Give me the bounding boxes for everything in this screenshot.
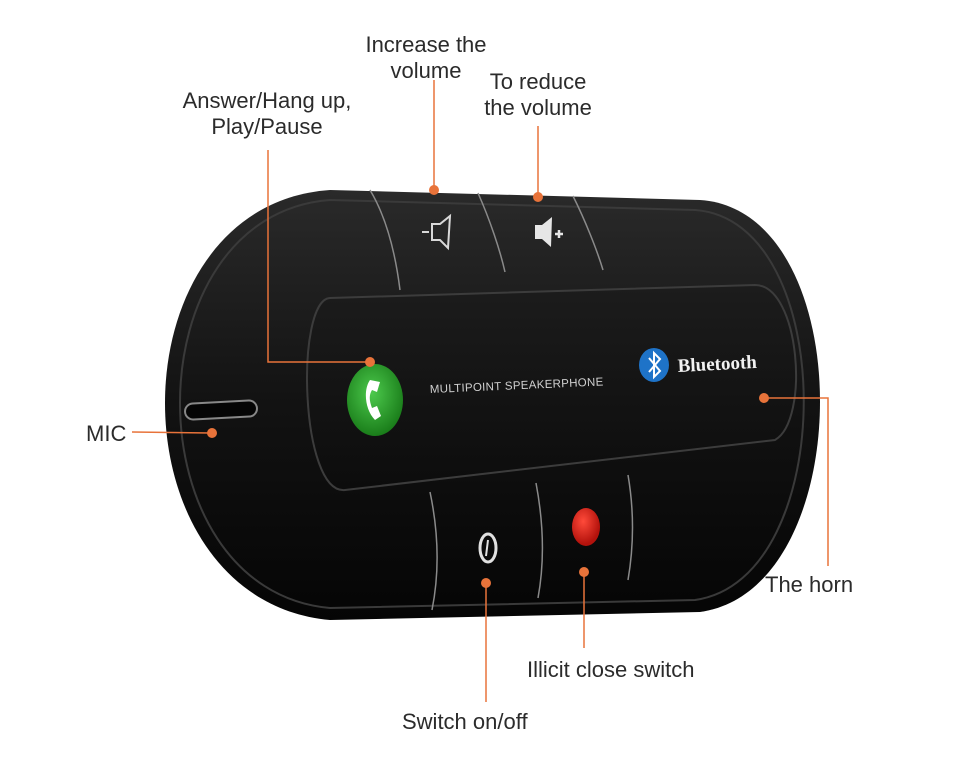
- callout-increase-volume: Increase the volume: [360, 32, 492, 84]
- callout-dot: [429, 185, 439, 195]
- power-icon: [478, 532, 498, 564]
- callout-answer-hangup: Answer/Hang up, Play/Pause: [172, 88, 362, 140]
- phone-icon: [365, 380, 381, 420]
- callout-line: [764, 397, 829, 566]
- bottom-button-divider: [429, 491, 438, 611]
- callout-switch-on-off: Switch on/off: [402, 709, 528, 734]
- callout-dot: [579, 567, 589, 577]
- top-button-divider: [369, 189, 401, 291]
- bottom-button-divider: [627, 474, 634, 581]
- volume-up-icon: [535, 217, 563, 247]
- callout-dot: [207, 428, 217, 438]
- callout-line-text: the volume: [484, 95, 592, 120]
- callout-reduce-volume: To reduce the volume: [476, 69, 600, 121]
- front-panel: [306, 283, 798, 492]
- callout-illicit-close-switch: Illicit close switch: [527, 657, 695, 682]
- callout-dot: [365, 357, 375, 367]
- callout-dot: [533, 192, 543, 202]
- callout-line-text: volume: [390, 58, 462, 83]
- callout-line: [267, 150, 370, 363]
- callout-line-text: To reduce: [489, 69, 587, 94]
- device-rim: [179, 198, 805, 610]
- callout-line-text: Answer/Hang up,: [182, 88, 352, 113]
- callout-line: [131, 431, 211, 434]
- top-button-divider: [477, 192, 506, 273]
- volume-down-icon: [422, 213, 452, 251]
- callout-dot: [759, 393, 769, 403]
- brand-label: Bluetooth: [677, 352, 758, 377]
- call-button: [347, 364, 403, 436]
- bottom-button-divider: [535, 482, 544, 599]
- top-button-divider: [572, 195, 604, 271]
- callout-dot: [481, 578, 491, 588]
- callout-line-text: Increase the: [365, 32, 487, 57]
- callout-line-text: Play/Pause: [211, 114, 323, 139]
- mic-slot: [184, 399, 258, 421]
- callout-horn: The horn: [765, 572, 854, 597]
- red-indicator: [572, 508, 600, 546]
- callout-mic: MIC: [86, 421, 127, 446]
